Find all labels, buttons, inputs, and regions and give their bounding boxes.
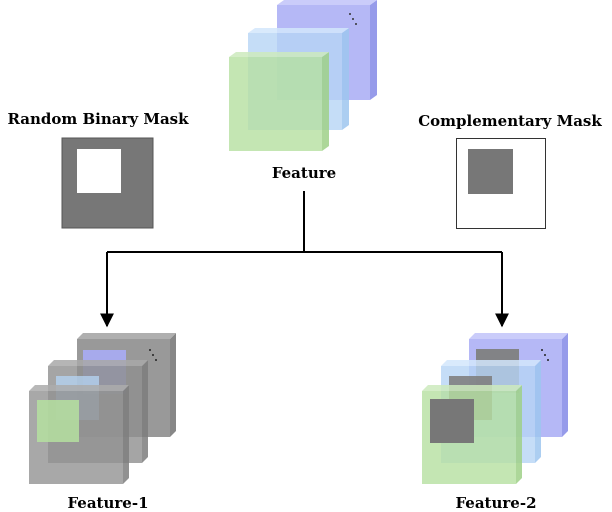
- complementary-mask: [456, 138, 546, 229]
- feature-1-ellipsis-dots: [149, 349, 157, 361]
- feature-stack: [229, 0, 377, 151]
- feature-1-layer-front: [29, 385, 129, 484]
- random-binary-mask: [61, 137, 154, 229]
- feature-2-ellipsis-dots: [541, 349, 549, 361]
- feature-1-label: Feature-1: [67, 494, 148, 512]
- feature-ellipsis-dots: [349, 13, 357, 25]
- complementary-mask-label: Complementary Mask: [418, 112, 602, 130]
- feature-1-stack: [29, 333, 176, 484]
- feature-2-label: Feature-2: [455, 494, 536, 512]
- feature-label: Feature: [272, 164, 336, 182]
- feature-layer-front: [229, 52, 329, 151]
- random-binary-mask-label: Random Binary Mask: [7, 110, 189, 128]
- feature-2-stack: [422, 333, 568, 484]
- split-arrows: [100, 191, 509, 328]
- feature-2-layer-front: [422, 385, 522, 484]
